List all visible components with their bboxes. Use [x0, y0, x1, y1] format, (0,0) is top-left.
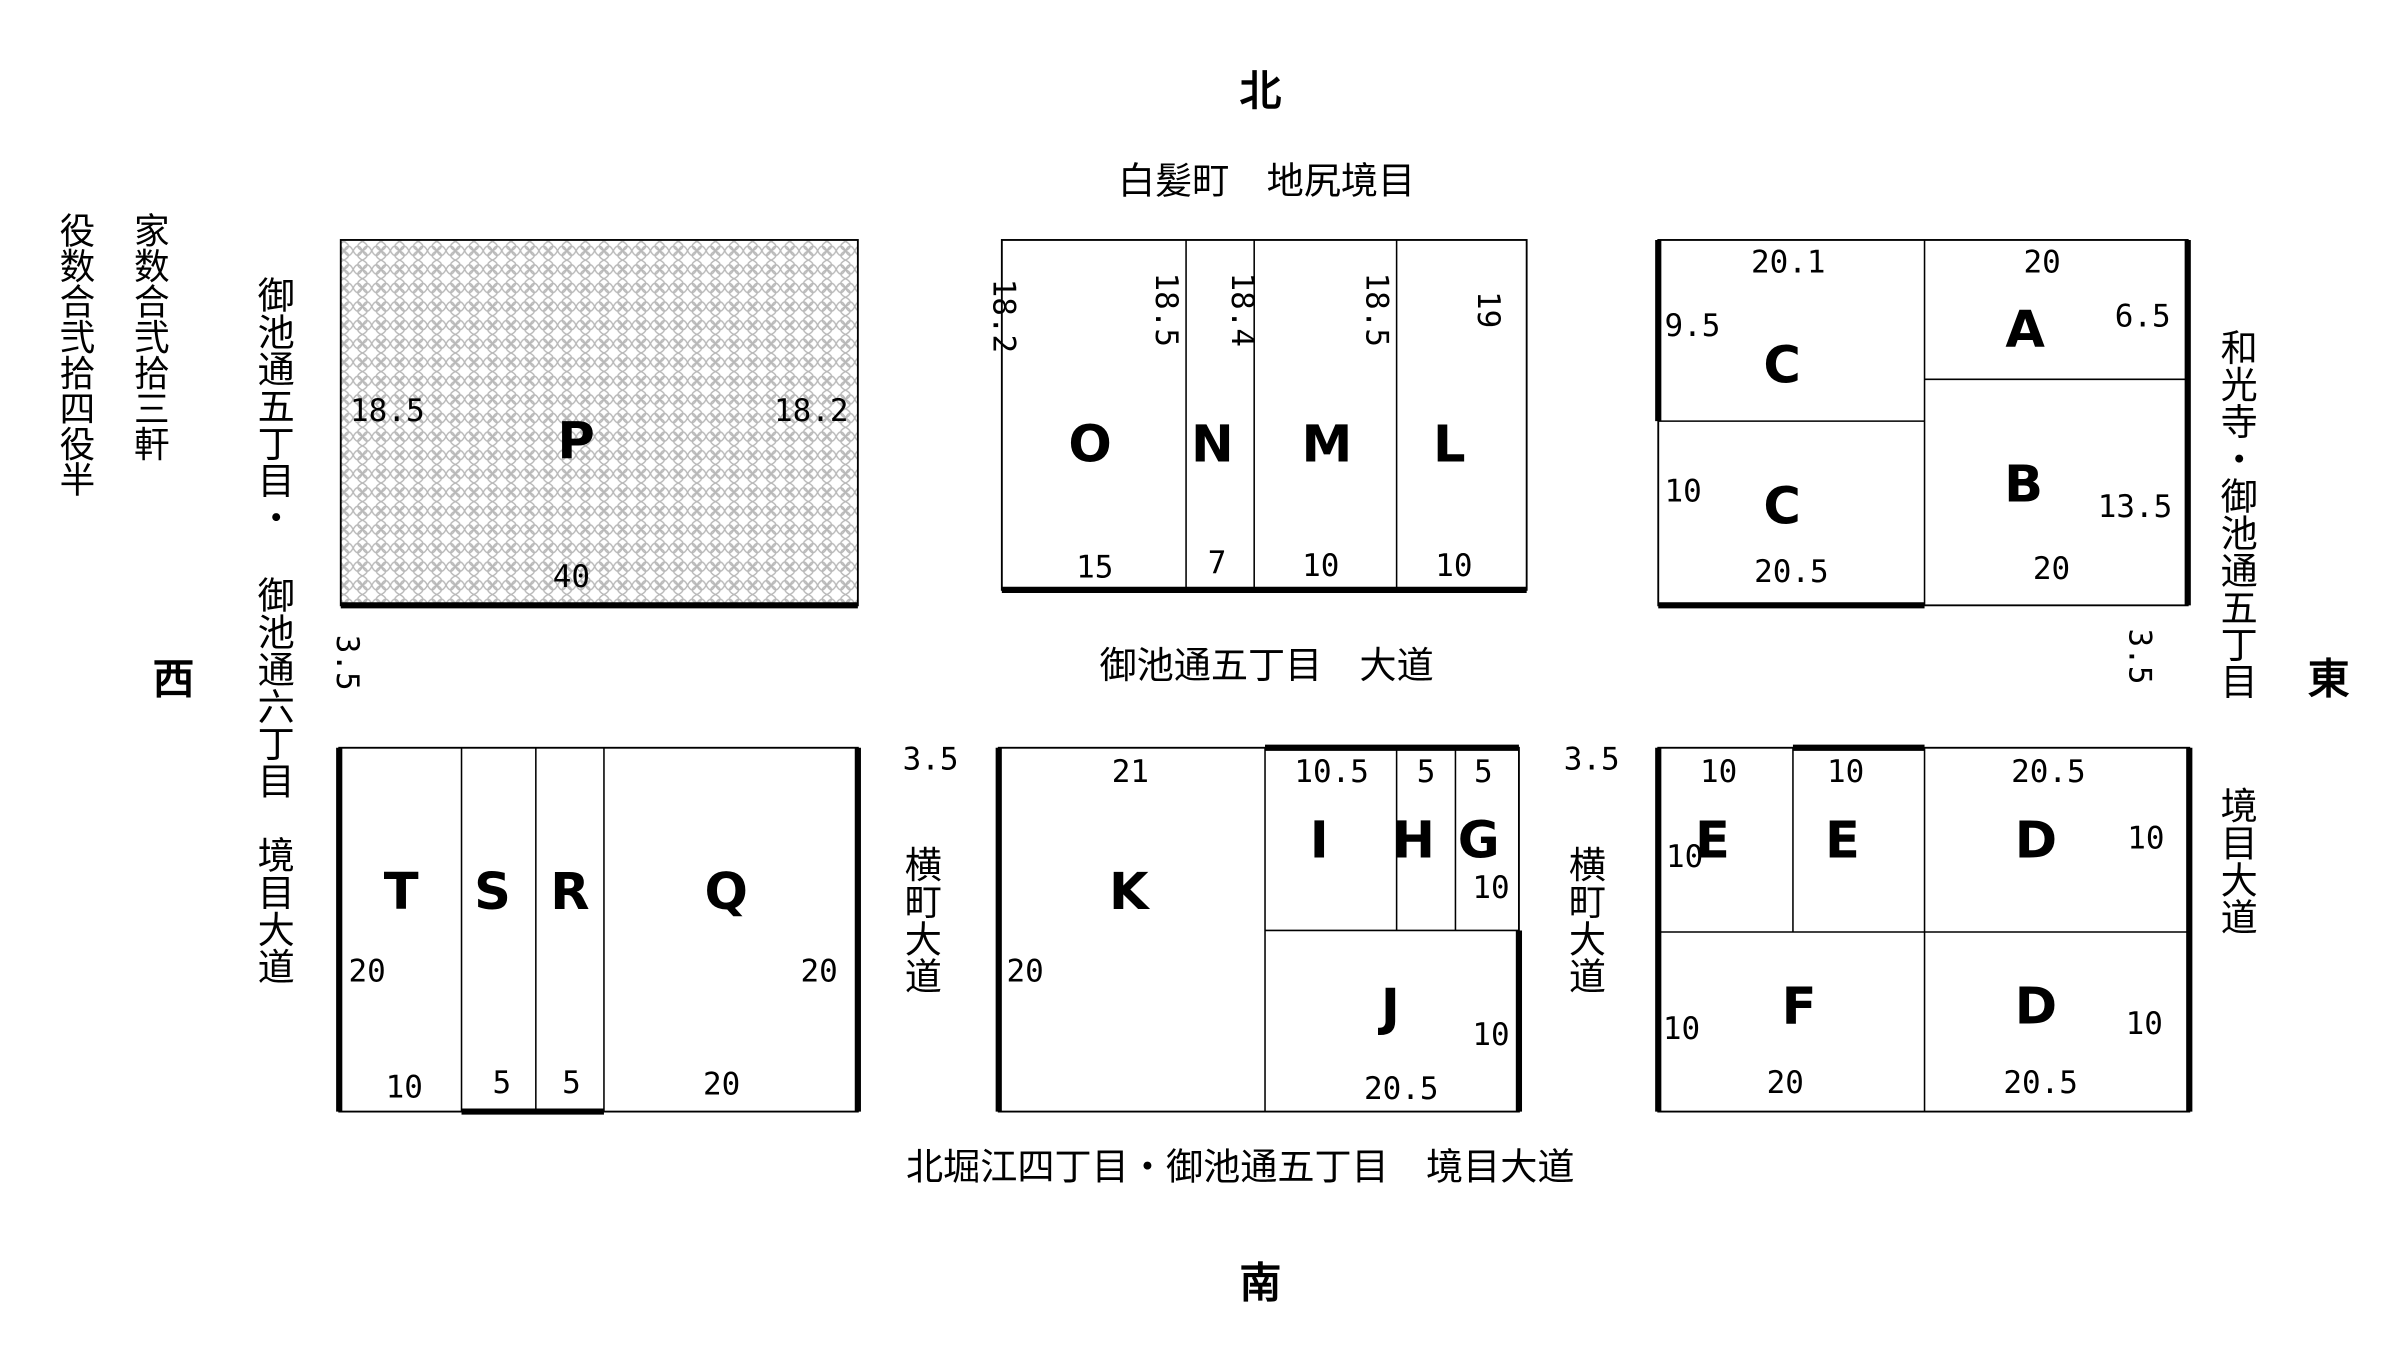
dim-d-top: 20.5: [2011, 754, 2086, 790]
lot-r: R: [550, 863, 589, 922]
road-label-east-col2: 境目大道: [2214, 786, 2257, 935]
road-label-west-col1: 御池通五丁目・: [251, 275, 295, 535]
block-p: [339, 239, 859, 609]
dim-k-left: 20: [1006, 954, 1043, 990]
dim-l-left: 18.5: [1358, 272, 1394, 347]
road-label-west-col2: 御池通六丁目 境目大道: [251, 576, 295, 985]
dim-f-bottom: 20: [1767, 1065, 1804, 1101]
road-label-middle: 御池通五丁目 大道: [1099, 644, 1433, 687]
dim-yoko-left: 3.5: [903, 741, 959, 777]
lot-e-right: E: [1825, 812, 1860, 871]
dim-m-left: 18.4: [1224, 272, 1260, 347]
dim-p-left: 18.5: [350, 393, 425, 429]
dim-t-left: 20: [349, 954, 386, 990]
lot-l: L: [1433, 415, 1466, 474]
lot-a: A: [2005, 301, 2045, 360]
lot-p: P: [557, 412, 594, 471]
dim-q-bottom: 20: [703, 1067, 740, 1103]
dim-e1-left: 10: [1666, 839, 1703, 875]
compass-north: 北: [1239, 66, 1281, 115]
lot-t: T: [384, 863, 419, 922]
lot-j: J: [1378, 979, 1400, 1038]
block-tsrq: [336, 746, 861, 1115]
lot-g: G: [1458, 812, 1500, 871]
lot-p-area: [339, 239, 859, 607]
dim-g-right: 10: [1472, 870, 1509, 906]
lot-f: F: [1782, 977, 1817, 1036]
compass-east: 東: [2308, 655, 2350, 704]
dim-yoko-right: 3.5: [1564, 741, 1620, 777]
dim-g-top: 5: [1474, 754, 1493, 790]
dim-p-right: 18.2: [774, 393, 849, 429]
dim-c2-left: 10: [1664, 474, 1701, 510]
lot-q: Q: [705, 863, 748, 922]
dim-j-bottom: 20.5: [1364, 1071, 1439, 1107]
dim-d1-right: 10: [2127, 820, 2164, 856]
dim-road-west: 3.5: [329, 635, 365, 691]
dim-t-bottom: 10: [386, 1070, 423, 1106]
block-eedfd: [1655, 744, 2193, 1113]
dim-m-bottom: 10: [1302, 548, 1339, 584]
lot-n: N: [1191, 415, 1234, 474]
dim-a-right: 6.5: [2115, 299, 2171, 335]
lot-d-lower: D: [2015, 977, 2057, 1036]
dim-j-right: 10: [1472, 1017, 1509, 1053]
dim-l-bottom: 10: [1435, 548, 1472, 584]
dim-d2-right: 10: [2126, 1006, 2163, 1042]
lot-b: B: [2004, 456, 2043, 515]
dim-q-right: 20: [800, 954, 837, 990]
summary-duties: 役数合弐拾四役半: [54, 212, 95, 497]
dim-o-left: 18.2: [985, 279, 1021, 354]
dim-o-bottom: 15: [1076, 549, 1113, 585]
dim-l-right: 19: [1470, 291, 1506, 328]
lot-m: M: [1302, 415, 1353, 474]
dim-c2-bottom: 20.5: [1754, 554, 1829, 590]
dim-b-right: 13.5: [2098, 489, 2173, 525]
dim-s-bottom: 5: [492, 1065, 511, 1101]
block-kihgj: [995, 744, 1523, 1113]
lot-c-upper: C: [1763, 336, 1801, 395]
dim-road-east: 3.5: [2122, 629, 2158, 685]
dim-r-bottom: 5: [562, 1065, 581, 1101]
dim-d2-bottom: 20.5: [2003, 1065, 2078, 1101]
summary-houses: 家数合弐拾三軒: [128, 212, 169, 461]
compass-west: 西: [153, 655, 195, 704]
dim-n-bottom: 7: [1208, 545, 1227, 581]
road-label-bottom: 北堀江四丁目・御池通五丁目 境目大道: [906, 1146, 1575, 1189]
dim-f-left: 10: [1663, 1011, 1700, 1047]
block-onml: [1000, 239, 1528, 593]
compass-south: 南: [1239, 1258, 1281, 1307]
lot-i: I: [1310, 812, 1329, 871]
dim-e2-top: 10: [1827, 754, 1864, 790]
lot-h: H: [1392, 812, 1435, 871]
dim-i-top: 10.5: [1294, 754, 1369, 790]
dim-h-top: 5: [1417, 754, 1436, 790]
dim-b-bottom: 20: [2033, 551, 2070, 587]
lot-o: O: [1068, 415, 1111, 474]
dim-k-top: 21: [1112, 754, 1149, 790]
dim-c1-left: 9.5: [1664, 308, 1720, 344]
lot-k: K: [1109, 863, 1151, 922]
block-cabc: [1655, 239, 2191, 609]
dim-p-bottom: 40: [553, 559, 590, 595]
lot-e-left: E: [1695, 812, 1730, 871]
road-label-east-col1: 和光寺・御池通五丁目: [2214, 328, 2258, 700]
dim-c1-top: 20.1: [1751, 244, 1826, 280]
lot-s: S: [474, 863, 511, 922]
road-label-yoko-right: 横町大道: [1562, 845, 1605, 994]
road-label-yoko-left: 横町大道: [898, 845, 941, 994]
dim-n-left: 18.5: [1148, 272, 1184, 347]
dim-e1-top: 10: [1700, 754, 1737, 790]
road-label-top: 白髪町 地尻境目: [1118, 160, 1415, 203]
dim-a-top: 20: [2024, 244, 2061, 280]
lot-d-upper: D: [2015, 812, 2057, 871]
lot-c-lower: C: [1763, 477, 1801, 536]
